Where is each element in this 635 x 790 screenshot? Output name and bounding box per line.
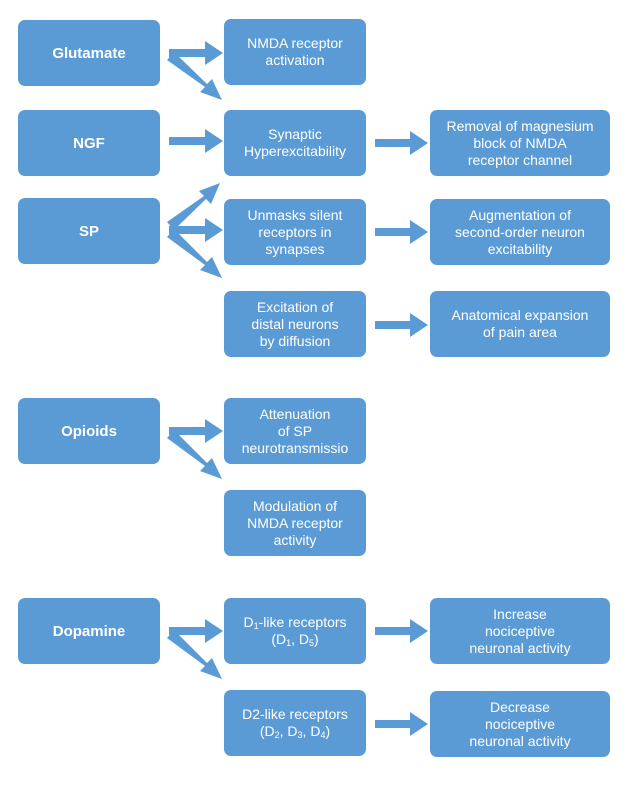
node-nmda-activation-label: NMDA receptor activation xyxy=(247,35,343,68)
node-d2-like-label: D2-like receptors(D2, D3, D4) xyxy=(242,706,348,740)
arrow-sp-to-excitation xyxy=(167,229,222,278)
arrow-sp-to-unmasks xyxy=(169,218,223,242)
node-attenuation-sp-label: Attenuation of SP neurotransmissio xyxy=(241,405,349,456)
arrow-dopamine-to-d2 xyxy=(167,630,222,679)
node-unmasks-silent: Unmasks silent receptors in synapses xyxy=(224,199,366,265)
arrow-unmasks-to-augmentation xyxy=(375,220,428,244)
node-excitation-distal-label: Excitation of distal neurons by diffusio… xyxy=(251,298,339,349)
arrow-glutamate-to-synaptic xyxy=(167,52,222,100)
arrow-glutamate-to-nmda-activation xyxy=(169,41,223,65)
node-modulation-nmda-label: Modulation of NMDA receptor activity xyxy=(247,497,343,548)
arrow-dopamine-to-d1 xyxy=(169,619,223,643)
node-d1-like-receptors: D1-like receptors(D1, D5) xyxy=(224,598,366,664)
arrow-ngf-to-synaptic xyxy=(169,129,223,153)
node-glutamate-label: Glutamate xyxy=(52,44,126,62)
arrow-d2-to-decrease xyxy=(375,712,428,736)
node-synaptic-hyperexcitability: Synaptic Hyperexcitability xyxy=(224,110,366,176)
node-removal-magnesium: Removal of magnesium block of NMDA recep… xyxy=(430,110,610,176)
node-attenuation-sp: Attenuation of SP neurotransmissio xyxy=(224,398,366,464)
arrow-excitation-to-anatomical xyxy=(375,313,428,337)
node-opioids-label: Opioids xyxy=(61,422,117,440)
node-increase-activity-label: Increase nociceptive neuronal activity xyxy=(469,605,571,656)
node-excitation-distal: Excitation of distal neurons by diffusio… xyxy=(224,291,366,357)
node-dopamine-label: Dopamine xyxy=(52,622,126,640)
node-decrease-activity: Decrease nociceptive neuronal activity xyxy=(430,691,610,757)
node-decrease-activity-label: Decrease nociceptive neuronal activity xyxy=(469,698,571,749)
arrow-sp-to-synaptic xyxy=(167,183,220,230)
node-sp-label: SP xyxy=(78,222,99,240)
node-nmda-activation: NMDA receptor activation xyxy=(224,19,366,85)
arrow-opioids-to-attenuation xyxy=(169,419,223,443)
node-augmentation-label: Augmentation of second-order neuron exci… xyxy=(455,206,585,257)
node-anatomical-expansion-label: Anatomical expansion of pain area xyxy=(451,307,589,340)
node-d2-like-receptors: D2-like receptors(D2, D3, D4) xyxy=(224,690,366,756)
node-unmasks-silent-label: Unmasks silent receptors in synapses xyxy=(247,206,343,257)
node-synaptic-hyperexcitability-label: Synaptic Hyperexcitability xyxy=(244,126,346,159)
arrow-d1-to-increase xyxy=(375,619,428,643)
node-modulation-nmda: Modulation of NMDA receptor activity xyxy=(224,490,366,556)
node-d1-like-label: D1-like receptors(D1, D5) xyxy=(243,614,347,648)
arrow-opioids-to-modulation xyxy=(167,430,222,479)
node-increase-activity: Increase nociceptive neuronal activity xyxy=(430,598,610,664)
node-glutamate: Glutamate xyxy=(18,20,160,86)
node-ngf-label: NGF xyxy=(73,134,105,152)
node-ngf: NGF xyxy=(18,110,160,176)
node-augmentation: Augmentation of second-order neuron exci… xyxy=(430,199,610,265)
node-sp: SP xyxy=(18,198,160,264)
arrow-synaptic-to-removal xyxy=(375,131,428,155)
node-removal-magnesium-label: Removal of magnesium block of NMDA recep… xyxy=(446,117,594,168)
node-anatomical-expansion: Anatomical expansion of pain area xyxy=(430,291,610,357)
node-opioids: Opioids xyxy=(18,398,160,464)
node-dopamine: Dopamine xyxy=(18,598,160,664)
